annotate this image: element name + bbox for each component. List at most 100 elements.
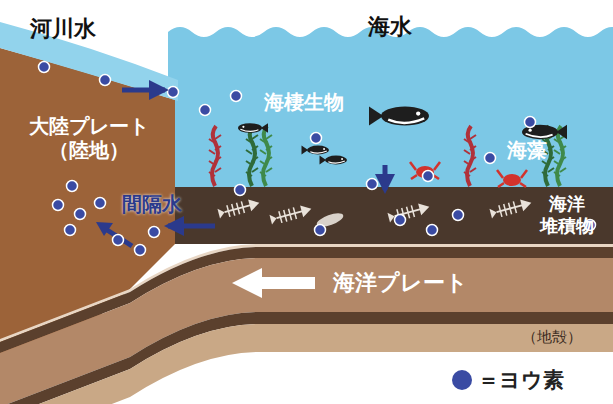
seaweed-leaf — [246, 135, 258, 143]
seaweed-leaf — [260, 135, 272, 143]
fish-tail — [369, 106, 383, 125]
iodine-dot — [168, 87, 179, 98]
flow-arrow — [383, 165, 388, 190]
crust-band — [0, 324, 613, 404]
legend-swatch — [452, 370, 472, 390]
iodine-dot — [149, 227, 160, 238]
sea-water — [168, 27, 613, 200]
fish-body — [307, 146, 329, 155]
rib — [499, 205, 502, 217]
fish — [302, 146, 330, 155]
fish-eye — [528, 129, 531, 132]
seaweed-leaf — [464, 135, 476, 143]
node-text: 海藻 — [507, 138, 567, 162]
iodine-dot — [100, 75, 111, 86]
rib — [509, 203, 512, 215]
seaweed — [467, 126, 473, 186]
seaweed-leaf — [260, 157, 272, 165]
layer-label: （地殻） — [522, 328, 582, 347]
skull — [520, 197, 533, 211]
seaweed-leaf — [246, 168, 258, 176]
legend-text: ＝ヨウ素 — [478, 366, 564, 394]
fish-belly — [240, 129, 258, 131]
node-text: 海洋 堆積物 — [531, 193, 603, 236]
pore-water-arrow — [104, 228, 132, 246]
arrow-head — [96, 222, 113, 236]
iodine-dot — [367, 179, 378, 190]
iodine-dot — [113, 235, 124, 246]
seaweed-leaf — [209, 146, 221, 154]
rib — [411, 205, 414, 217]
node-text: 大陸プレート （陸地） — [10, 114, 168, 162]
fish-belly — [388, 118, 424, 123]
iodine-dot — [75, 209, 86, 220]
seaweed-leaf — [464, 146, 476, 154]
iodine-dot — [67, 181, 78, 192]
seaweed-leaf — [209, 168, 221, 176]
node-text: 河川水 — [30, 16, 122, 42]
fish-eye — [341, 158, 343, 160]
tail — [489, 207, 497, 218]
seaweed-leaf — [542, 168, 554, 176]
rib — [284, 210, 287, 222]
seaweed-leaf — [554, 146, 566, 154]
crab — [497, 170, 527, 187]
fish-skeleton — [489, 197, 533, 219]
seaweed-leaf — [246, 157, 258, 165]
fish-belly — [310, 151, 327, 153]
seaweed-leaf — [260, 146, 272, 154]
fish — [320, 156, 348, 165]
skull — [300, 203, 313, 217]
seaweed-leaf — [464, 168, 476, 176]
rib — [407, 207, 410, 219]
tail — [269, 213, 277, 224]
fish-skeleton — [217, 197, 261, 219]
sediment-region: 海洋 堆積物 — [215, 190, 609, 242]
seaweed — [249, 126, 255, 186]
marine-life-label: 海棲生物 — [260, 88, 374, 118]
fish-skeleton — [269, 203, 313, 225]
seaweed-leaf — [554, 168, 566, 176]
fish-body — [325, 156, 347, 165]
fish-eye — [416, 111, 420, 115]
sea-region: 海棲生物海藻海水 — [165, 8, 613, 165]
seaweed-leaf — [464, 157, 476, 165]
fish-belly — [328, 161, 345, 163]
rib — [241, 201, 244, 213]
fish-belly — [526, 134, 553, 137]
rib — [289, 209, 292, 221]
rib — [513, 201, 516, 213]
fish-eye — [242, 126, 244, 128]
fish-body — [238, 123, 262, 133]
seaweed-leaf — [246, 146, 258, 154]
fish-eye — [323, 148, 325, 150]
iodine-dot — [95, 198, 106, 209]
flow-arrow — [122, 88, 165, 93]
fish-tail — [556, 125, 567, 139]
iodine-dot — [53, 200, 64, 211]
fish-skeleton — [387, 201, 431, 223]
fish-tail — [302, 146, 309, 155]
tail — [217, 207, 225, 218]
rib — [237, 203, 240, 215]
seaweed-leaf — [554, 157, 566, 165]
rib — [279, 211, 282, 223]
iodine-dot — [65, 225, 76, 236]
iodine-dot — [231, 91, 242, 102]
rib — [227, 205, 230, 217]
seaweed — [263, 126, 269, 186]
iodine-dot — [423, 171, 434, 182]
fish-tail — [261, 123, 268, 133]
skull — [418, 201, 431, 215]
rib — [232, 204, 235, 216]
crab-legs — [497, 170, 527, 187]
iodine-dot — [315, 225, 326, 236]
skull — [248, 197, 261, 211]
river-label: 河川水 — [4, 12, 122, 98]
seaweed-label: 海藻 — [503, 136, 567, 166]
iodine-dot — [311, 133, 322, 144]
seaweed — [212, 126, 218, 186]
iodine-dot — [525, 117, 536, 128]
fish-body — [381, 106, 429, 125]
